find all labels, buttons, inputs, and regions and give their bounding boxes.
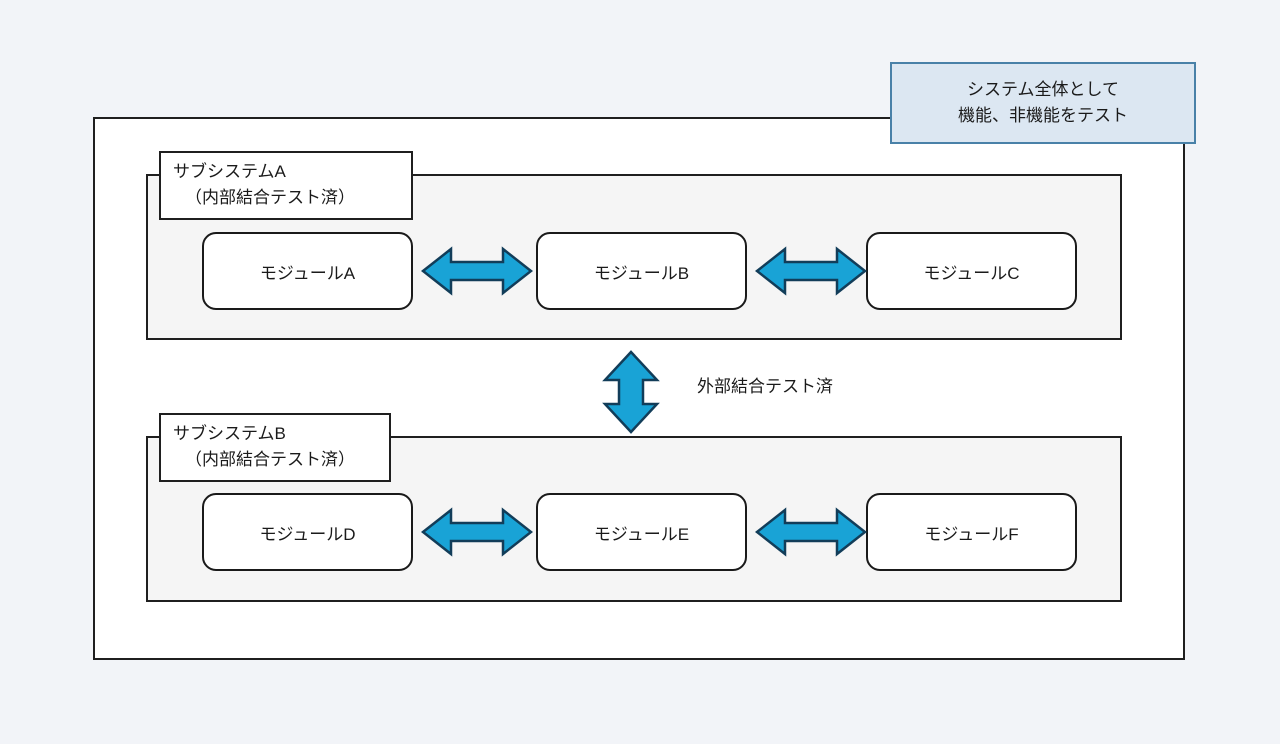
double-arrow-horizontal-icon — [755, 246, 867, 296]
double-arrow-horizontal-icon — [421, 246, 533, 296]
module-label-f: モジュールF — [924, 524, 1019, 544]
system-test-callout: システム全体として 機能、非機能をテスト — [890, 62, 1196, 144]
module-box-f: モジュールF — [866, 493, 1077, 571]
double-arrow-horizontal-icon — [421, 507, 533, 557]
external-test-label: 外部結合テスト済 — [697, 377, 833, 396]
subsystem-b-label-line1: サブシステムB — [173, 424, 286, 443]
double-arrow-horizontal-icon — [755, 507, 867, 557]
double-arrow-vertical-icon — [602, 350, 660, 434]
callout-line1: システム全体として — [967, 79, 1119, 99]
subsystem-b-label-line2: （内部結合テスト済） — [185, 449, 355, 469]
subsystem-a-label-line2: （内部結合テスト済） — [185, 187, 355, 207]
module-box-e: モジュールE — [536, 493, 747, 571]
module-box-b: モジュールB — [536, 232, 747, 310]
subsystem-a-label-line1: サブシステムA — [173, 162, 286, 181]
module-box-a: モジュールA — [202, 232, 413, 310]
module-label-a: モジュールA — [259, 263, 356, 283]
callout-line2: 機能、非機能をテスト — [958, 106, 1128, 125]
module-label-e: モジュールE — [593, 524, 690, 544]
subsystem-a-label: サブシステムA （内部結合テスト済） — [159, 151, 413, 220]
module-label-b: モジュールB — [593, 263, 690, 283]
module-label-d: モジュールD — [259, 524, 356, 544]
module-label-c: モジュールC — [923, 263, 1020, 283]
module-box-d: モジュールD — [202, 493, 413, 571]
subsystem-b-label: サブシステムB （内部結合テスト済） — [159, 413, 391, 482]
module-box-c: モジュールC — [866, 232, 1077, 310]
